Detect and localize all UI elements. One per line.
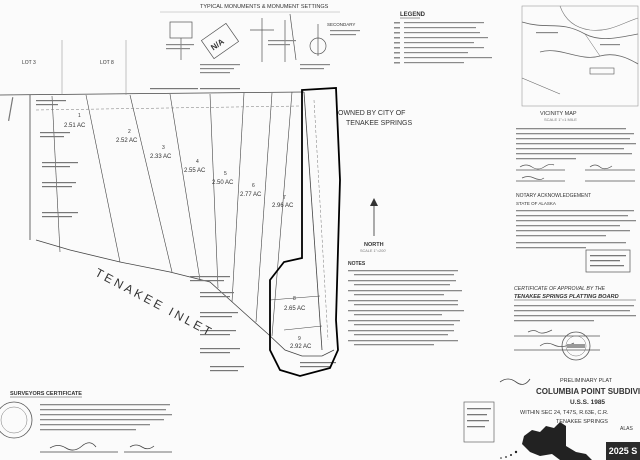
lot-number: 6 <box>252 183 255 189</box>
place-name: TENAKEE SPRINGS <box>556 419 608 425</box>
north-label: NORTH <box>364 242 384 248</box>
owner-note-line1: OWNED BY CITY OF <box>338 110 405 117</box>
lot-numbers: 1 2 3 4 5 6 7 8 9 <box>78 113 301 342</box>
aleutian-islands-icon <box>500 450 518 459</box>
survey-boundary <box>0 40 335 357</box>
approval-text <box>514 305 636 322</box>
lot-3-label: LOT 3 <box>22 60 36 66</box>
lot-acreage: 2.55 AC <box>184 168 206 174</box>
monument-na-label: N/A <box>209 37 226 52</box>
listing-year-badge: 2025 S <box>606 442 640 460</box>
lot-acreages: 2.51 AC 2.52 AC 2.33 AC 2.55 AC 2.50 AC … <box>64 123 312 350</box>
approval-signatures <box>514 329 600 351</box>
vicinity-map-scale: SCALE 1"=1 MILE <box>544 117 577 122</box>
boundary-annotations <box>8 88 336 372</box>
lot-number: 7 <box>283 195 286 201</box>
lot-lines <box>51 91 323 337</box>
lot-number: 5 <box>224 171 227 177</box>
recording-stamp <box>463 378 531 443</box>
monument-sketches <box>169 13 327 62</box>
survey-number: U.S.S. 1985 <box>570 399 605 406</box>
owner-note-line2: TENAKEE SPRINGS <box>346 120 412 127</box>
lot-acreage: 2.52 AC <box>116 138 138 144</box>
lot-number: 4 <box>196 159 199 165</box>
north-arrow-icon <box>370 198 378 236</box>
notes-text <box>348 270 464 346</box>
platting-board-heading: TENAKEE SPRINGS PLATTING BOARD <box>514 294 619 300</box>
lot-acreage: 2.92 AC <box>290 344 312 350</box>
owner-certificate-text <box>516 128 636 160</box>
notes-heading: NOTES <box>348 261 366 267</box>
surveyors-heading: SURVEYORS CERTIFICATE <box>10 391 82 397</box>
state-abbr: ALAS <box>620 426 633 432</box>
highlighted-parcel-outline <box>269 87 341 377</box>
notary-text <box>516 210 636 249</box>
vicinity-map-title: VICINITY MAP <box>540 111 577 117</box>
legend-title: LEGEND <box>400 12 426 18</box>
surveyors-seal <box>0 401 33 439</box>
lot-8-label: LOT 8 <box>100 60 114 66</box>
lot-number: 8 <box>293 296 296 302</box>
plat-kind: PRELIMINARY PLAT <box>560 378 613 384</box>
lot-acreage: 2.51 AC <box>64 123 86 129</box>
surveyor-signature <box>40 442 172 453</box>
notary-state: STATE OF ALASKA <box>516 201 556 206</box>
approval-heading: CERTIFICATE OF APPROVAL BY THE <box>514 286 606 292</box>
legend-entries <box>394 22 492 64</box>
surveyors-text <box>40 404 172 431</box>
alaska-map-icon <box>522 422 592 460</box>
notary-heading: NOTARY ACKNOWLEDGEMENT <box>516 193 591 199</box>
secondary-label: SECONDARY <box>327 22 355 27</box>
lot-acreage: 2.33 AC <box>150 154 172 160</box>
north-scale: SCALE 1"=200' <box>360 249 387 253</box>
subdivision-name: COLUMBIA POINT SUBDIVISI <box>536 387 640 396</box>
lot-number: 2 <box>128 129 131 135</box>
lot-acreage: 2.77 AC <box>240 192 262 198</box>
owner-signatures <box>516 163 635 182</box>
lot-acreage: 2.50 AC <box>212 180 234 186</box>
lot-number: 3 <box>162 145 165 151</box>
monuments-heading: TYPICAL MONUMENTS & MONUMENT SETTINGS <box>200 4 329 10</box>
lot-number: 9 <box>298 336 301 342</box>
section-description: WITHIN SEC 24, T47S, R.63E, C.R. <box>520 410 609 416</box>
easement-lines <box>35 99 329 341</box>
monument-notes <box>166 30 360 74</box>
lot-acreage: 2.65 AC <box>284 306 306 312</box>
notary-seal <box>585 249 631 273</box>
vicinity-map <box>521 5 639 107</box>
platting-board-seal <box>561 331 591 361</box>
lot-acreage: 2.96 AC <box>272 203 294 209</box>
lot-number: 1 <box>78 113 81 119</box>
